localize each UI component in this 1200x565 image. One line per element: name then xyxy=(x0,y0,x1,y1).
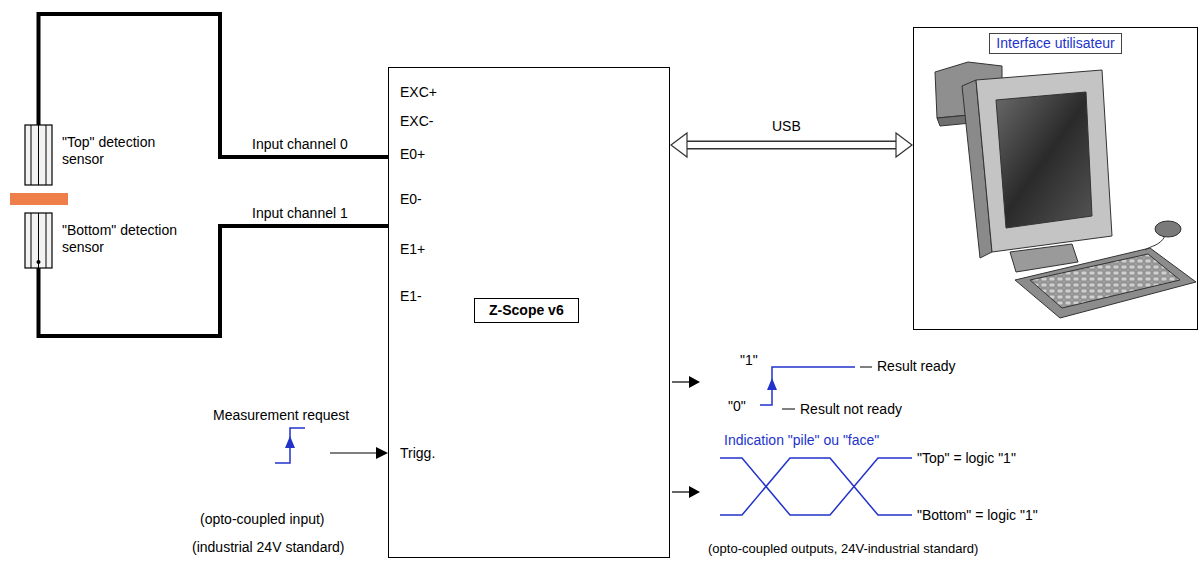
controller-box: Z-Scope v6 xyxy=(388,67,670,558)
pin-name: E0- xyxy=(400,191,422,208)
computer-illustration xyxy=(935,62,1196,318)
signal-note: Result not ready xyxy=(800,401,902,418)
arrow-head xyxy=(896,133,912,157)
link-core xyxy=(685,142,898,148)
sensor-label: "Top" detection sensor xyxy=(62,125,187,168)
link-outline xyxy=(685,141,898,150)
signal-note: Result ready xyxy=(877,358,956,375)
trigger-arrow xyxy=(330,447,388,459)
signal-note: (industrial 24V standard) xyxy=(192,539,345,556)
bottom-sensor-symbol xyxy=(25,213,52,268)
signal-note: (opto-coupled outputs, 24V-industrial st… xyxy=(708,540,978,557)
device-name: Z-Scope v6 xyxy=(474,298,579,323)
signal-note: Measurement request xyxy=(213,407,349,424)
connection-label: Input channel 1 xyxy=(250,205,350,222)
trigger-pulse-symbol xyxy=(275,428,305,463)
connection-label: USB xyxy=(770,118,803,135)
sensor-node: "Top" detection sensor xyxy=(25,125,200,185)
signal-note: "Top" = logic "1" xyxy=(917,450,1016,467)
panel-title: Interface utilisateur xyxy=(989,33,1121,54)
signal-note: Indication "pile" ou "face" xyxy=(724,432,879,449)
output-arrow xyxy=(672,376,700,498)
pin-name: E1+ xyxy=(400,241,425,258)
pin-name: EXC- xyxy=(400,113,433,130)
signal-note: "0" xyxy=(728,398,746,415)
sensor-node: "Bottom" detection sensor xyxy=(25,213,200,268)
pin-name: E1- xyxy=(400,288,422,305)
connection-label: Input channel 0 xyxy=(250,136,350,153)
pin-name: Trigg. xyxy=(400,445,435,462)
top-sensor-symbol xyxy=(25,125,52,185)
pile-face-signal xyxy=(720,458,912,515)
signal-note: "Bottom" = logic "1" xyxy=(917,507,1038,524)
pin-name: EXC+ xyxy=(400,84,437,101)
coin-plate xyxy=(10,193,68,205)
signal-note: "1" xyxy=(740,352,758,369)
usb-link xyxy=(671,133,912,157)
signal-note: (opto-coupled input) xyxy=(200,511,325,528)
arrow-head xyxy=(671,133,687,157)
sensor-label: "Bottom" detection sensor xyxy=(62,213,187,256)
pin-name: E0+ xyxy=(400,146,425,163)
computer-box: Interface utilisateur xyxy=(913,27,1198,330)
